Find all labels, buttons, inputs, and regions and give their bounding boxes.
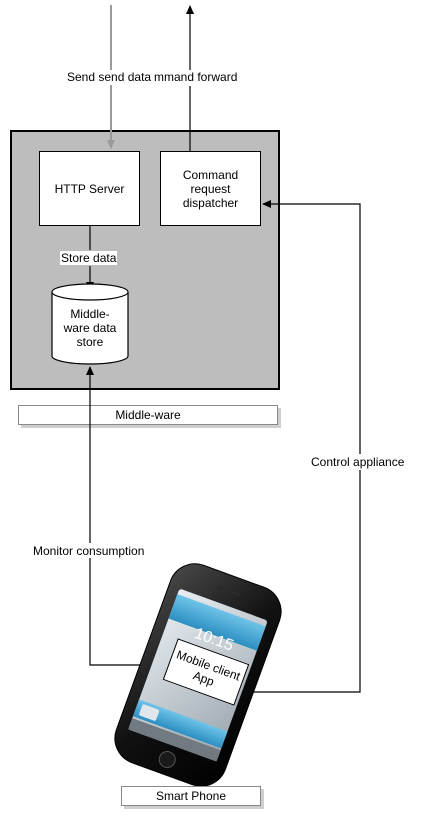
store-data-label: Store data bbox=[60, 251, 118, 265]
http-server-box: HTTP Server bbox=[39, 151, 140, 226]
smart-phone-caption: Smart Phone bbox=[121, 786, 261, 806]
command-dispatcher-box: Command request dispatcher bbox=[160, 151, 261, 226]
smart-phone-caption-text: Smart Phone bbox=[155, 789, 227, 803]
middleware-caption: Middle-ware bbox=[18, 405, 278, 425]
send-data-label: Send send data bbox=[67, 70, 152, 84]
command-forward-label: mmand forward bbox=[154, 70, 238, 84]
command-dispatcher-line-2: request bbox=[190, 181, 231, 196]
control-appliance-label: Control appliance bbox=[311, 455, 405, 469]
data-store-line-3: store bbox=[76, 335, 104, 349]
monitor-consumption-label: Monitor consumption bbox=[33, 544, 145, 558]
data-store-line-1: Middle- bbox=[70, 307, 110, 321]
http-server-label: HTTP Server bbox=[54, 181, 125, 196]
command-dispatcher-line-1: Command bbox=[182, 167, 239, 182]
data-store-line-2: ware data bbox=[63, 321, 117, 335]
data-store-label: Middle- ware data store bbox=[52, 307, 128, 349]
command-dispatcher-line-3: dispatcher bbox=[182, 195, 239, 210]
middleware-caption-text: Middle-ware bbox=[115, 408, 181, 422]
